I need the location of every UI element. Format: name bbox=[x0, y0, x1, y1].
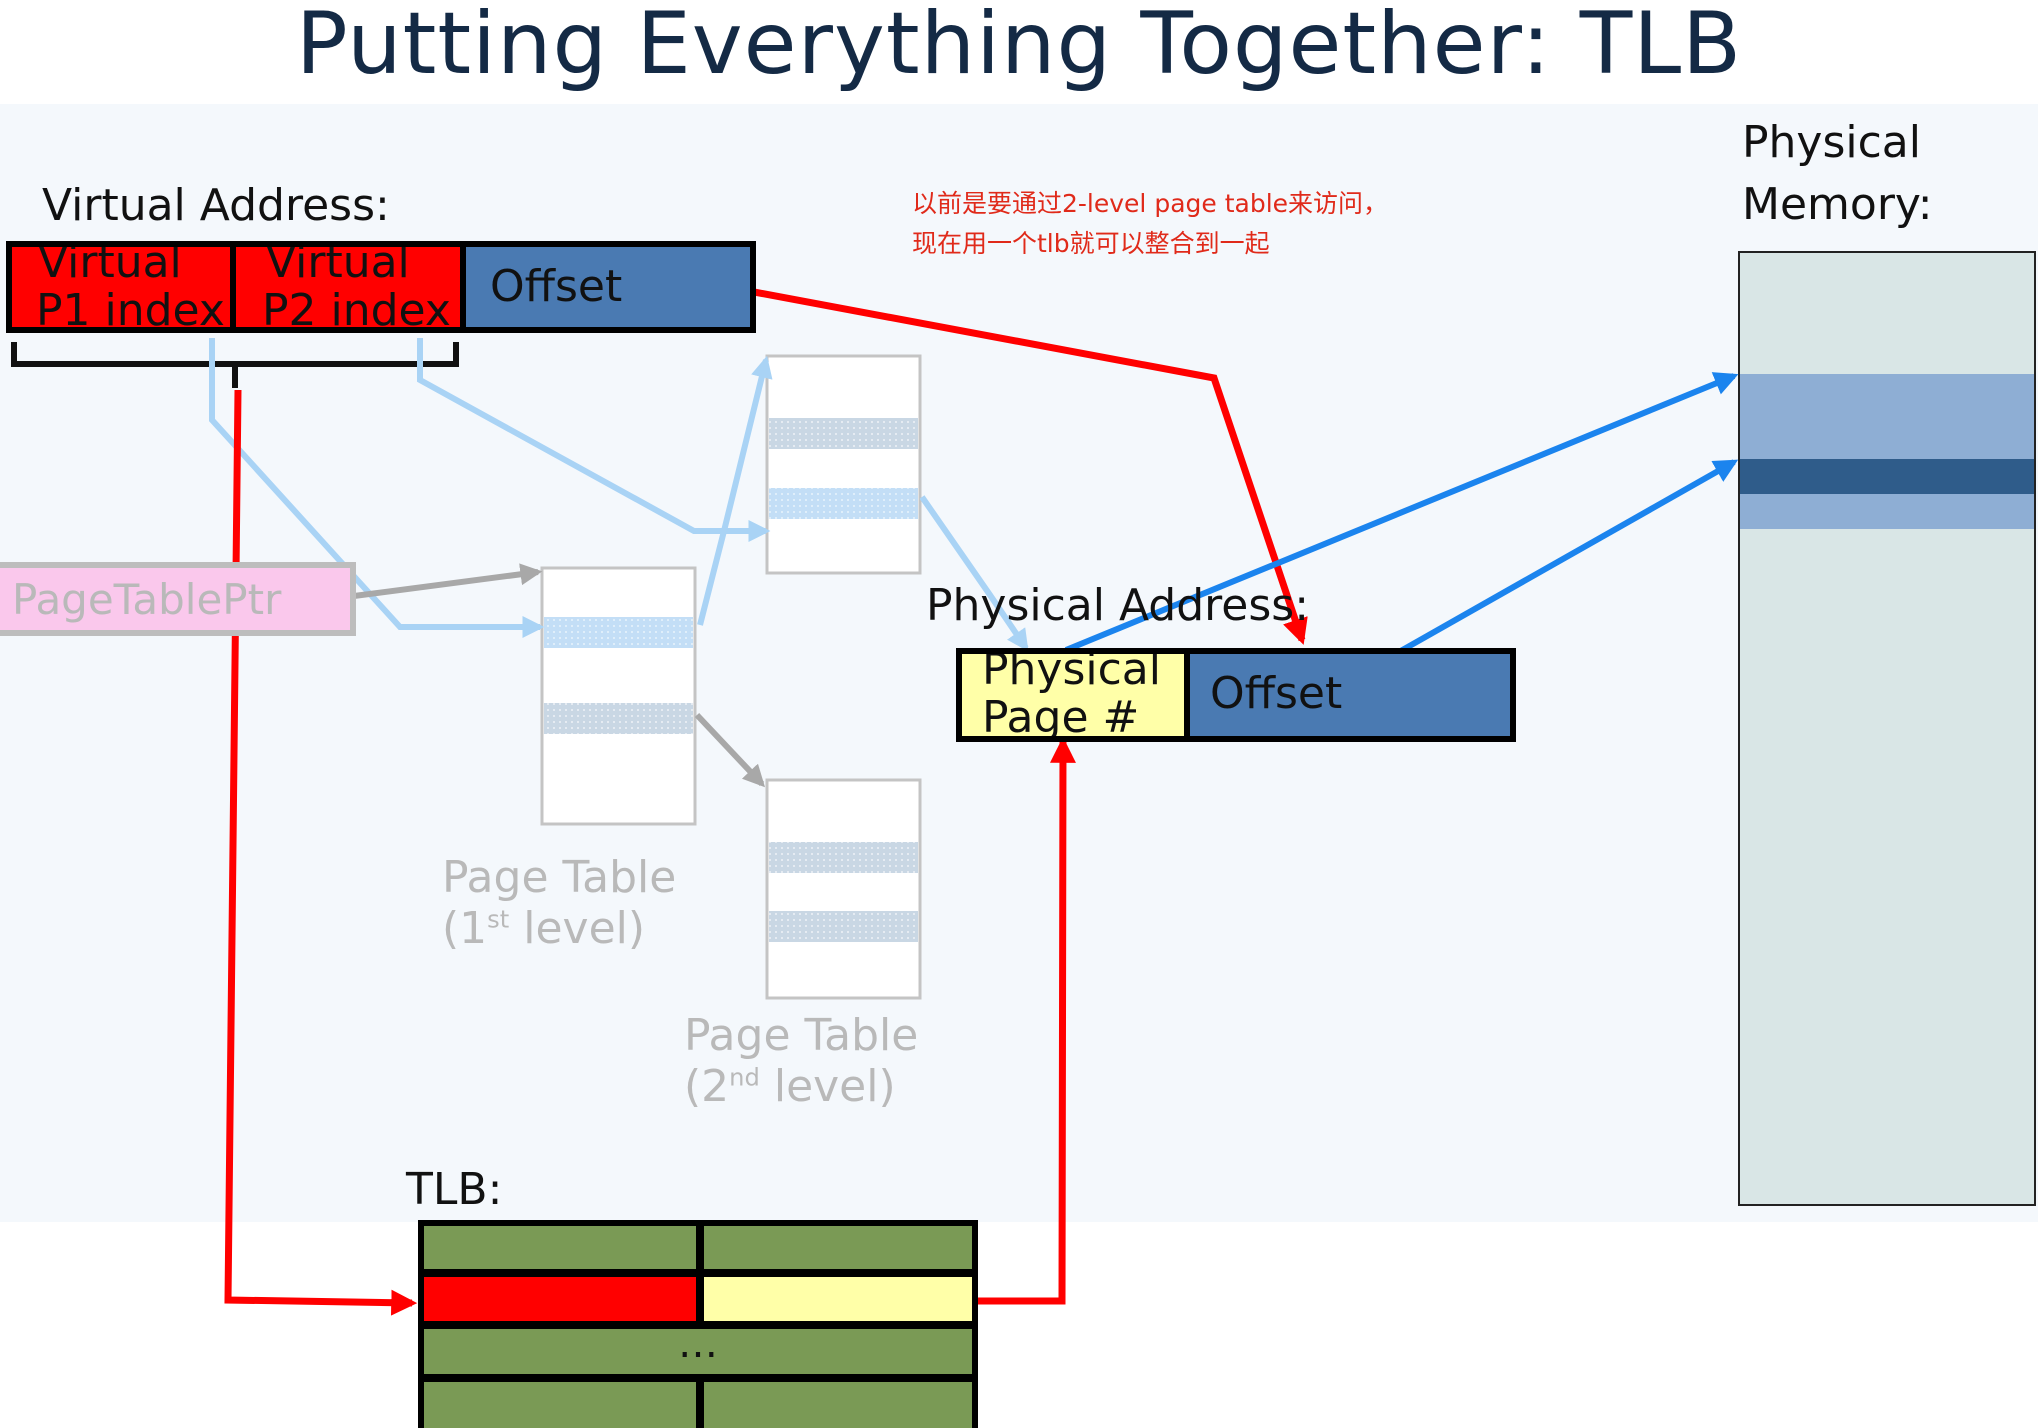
tlb-label: TLB: bbox=[406, 1164, 503, 1215]
index-brace bbox=[11, 342, 459, 388]
virtual-address-label: Virtual Address: bbox=[42, 180, 390, 231]
virtual-p1-index-label: P1 index bbox=[36, 285, 225, 333]
p1-index-to-page-table-arrow bbox=[209, 338, 545, 638]
virtual-p2-index-field: Virtual P2 index bbox=[230, 241, 466, 333]
physical-page-label: Physical bbox=[982, 648, 1161, 695]
page-table-2b-entry bbox=[769, 911, 918, 942]
page-table-1-title: Page Table bbox=[442, 852, 677, 903]
page-table-1-level-sup: st bbox=[487, 905, 510, 934]
page-table-ptr-arrow bbox=[353, 563, 543, 599]
tlb-hit-key bbox=[424, 1277, 696, 1321]
page-table-ptr-label: PageTablePtr bbox=[12, 575, 282, 624]
page-table-1-to-2b-arrow bbox=[694, 712, 766, 788]
virtual-p2-index-label: P2 index bbox=[262, 285, 451, 333]
physical-memory-column bbox=[1738, 251, 2036, 1206]
tlb-to-physical-page-arrow bbox=[978, 736, 1076, 1305]
page-table-2-to-physical-arrow bbox=[919, 495, 1029, 652]
physical-page-number-field: Physical Page # bbox=[956, 648, 1190, 742]
page-table-2nd-level-a bbox=[765, 354, 922, 575]
page-table-2nd-level-b bbox=[765, 778, 922, 1000]
page-table-1st-level bbox=[540, 566, 697, 826]
physical-offset-field: Offset bbox=[1184, 648, 1516, 742]
page-table-2b-entry bbox=[769, 842, 918, 873]
physical-memory-label: Physical Memory: bbox=[1742, 112, 1933, 236]
page-table-2-level-sup: nd bbox=[729, 1063, 760, 1092]
virtual-offset-field: Offset bbox=[460, 241, 756, 333]
page-table-2-level-post: level) bbox=[759, 1061, 896, 1112]
physical-memory-label-line2: Memory: bbox=[1742, 179, 1933, 230]
memory-word-highlight bbox=[1740, 459, 2034, 494]
physical-offset-label: Offset bbox=[1210, 668, 1343, 719]
physical-address-label: Physical Address: bbox=[926, 580, 1310, 631]
tlb-row-key bbox=[424, 1226, 696, 1269]
p2-index-to-page-table-arrow bbox=[417, 338, 771, 542]
index-to-tlb-arrow bbox=[224, 389, 418, 1316]
tlb-row-value bbox=[704, 1382, 972, 1428]
tlb-row-key bbox=[424, 1382, 696, 1428]
page-table-2a-entry-active bbox=[769, 488, 918, 519]
virtual-p1-label: Virtual bbox=[38, 241, 182, 288]
tlb-hit-value bbox=[704, 1277, 972, 1321]
page-table-1-entry-active bbox=[544, 617, 693, 648]
physical-page-to-memory-arrow bbox=[1064, 372, 1739, 653]
page-table-2-level: (2nd level) bbox=[684, 1061, 918, 1112]
annotation-note-line1: 以前是要通过2-level page table来访问， bbox=[912, 189, 1389, 218]
page-table-1-level-pre: (1 bbox=[442, 903, 488, 954]
page-table-2-level-pre: (2 bbox=[684, 1061, 730, 1112]
offset-to-physical-offset-arrow bbox=[753, 288, 1308, 645]
page-table-2-title: Page Table bbox=[684, 1010, 919, 1061]
page-table-2a-entry bbox=[769, 418, 918, 449]
page-table-1-to-2-arrow bbox=[697, 355, 773, 626]
virtual-p1-index-field: Virtual P1 index bbox=[6, 241, 236, 333]
slide-title: Putting Everything Together: TLB bbox=[295, 0, 1743, 94]
tlb-row-ellipsis: … bbox=[424, 1321, 972, 1374]
offset-to-memory-arrow bbox=[1374, 459, 1739, 668]
physical-page-number-label: Page # bbox=[982, 692, 1140, 742]
page-table-2-label: Page Table (2nd level) bbox=[684, 1010, 918, 1112]
page-table-1-level: (1st level) bbox=[442, 903, 676, 954]
tlb-table: … bbox=[418, 1220, 978, 1428]
memory-page-highlight-lower bbox=[1740, 494, 2034, 529]
memory-page-highlight bbox=[1740, 374, 2034, 459]
annotation-note-line2: 现在用一个tlb就可以整合到一起 bbox=[912, 229, 1270, 258]
page-table-1-label: Page Table (1st level) bbox=[442, 852, 676, 954]
virtual-p2-label: Virtual bbox=[266, 241, 410, 288]
page-table-ptr-register: PageTablePtr bbox=[0, 562, 356, 636]
physical-memory-label-line1: Physical bbox=[1742, 117, 1921, 168]
page-table-1-entry bbox=[544, 703, 693, 734]
virtual-offset-label: Offset bbox=[490, 261, 623, 312]
tlb-row-value bbox=[704, 1226, 972, 1269]
page-table-1-level-post: level) bbox=[509, 903, 646, 954]
tlb-ellipsis: … bbox=[678, 1321, 718, 1367]
